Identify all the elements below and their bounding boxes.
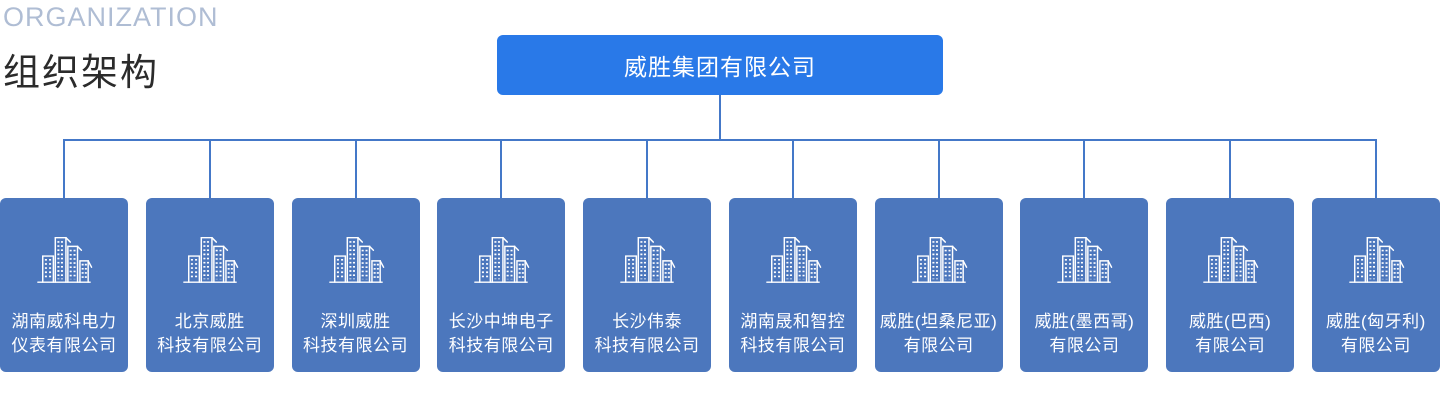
subsidiary-name: 威胜(巴西) 有限公司 <box>1189 310 1271 358</box>
org-root-label: 威胜集团有限公司 <box>624 54 816 80</box>
subsidiary-name-line1: 长沙中坤电子 <box>448 312 554 331</box>
connector-root-vertical-line <box>719 95 721 141</box>
subsidiary-name-line2: 有限公司 <box>1340 336 1411 355</box>
subsidiary-name-line1: 北京威胜 <box>174 312 245 331</box>
subsidiary-name-line2: 有限公司 <box>1049 336 1120 355</box>
subsidiary-name-line1: 威胜(匈牙利) <box>1325 312 1426 331</box>
subsidiary-node: 深圳威胜 科技有限公司 <box>291 140 420 372</box>
subsidiary-row: 湖南威科电力 仪表有限公司 <box>0 140 1440 372</box>
subsidiary-name-line2: 科技有限公司 <box>303 336 409 355</box>
section-eyebrow: ORGANIZATION <box>3 2 219 32</box>
subsidiary-name: 威胜(匈牙利) 有限公司 <box>1326 310 1426 358</box>
subsidiary-node: 威胜(坦桑尼亚) 有限公司 <box>874 140 1003 372</box>
subsidiary-card: 威胜(匈牙利) 有限公司 <box>1311 198 1440 372</box>
subsidiary-name-line2: 仪表有限公司 <box>11 336 117 355</box>
subsidiary-name-line1: 湖南威科电力 <box>11 312 117 331</box>
subsidiary-card: 长沙中坤电子 科技有限公司 <box>437 198 566 372</box>
subsidiary-name-line1: 长沙伟泰 <box>612 312 683 331</box>
buildings-icon <box>182 236 239 283</box>
subsidiary-card: 湖南威科电力 仪表有限公司 <box>0 198 128 372</box>
subsidiary-name-line2: 科技有限公司 <box>594 336 700 355</box>
buildings-icon <box>766 236 822 283</box>
subsidiary-name-line2: 科技有限公司 <box>157 336 263 355</box>
subsidiary-name-line1: 湖南晟和智控 <box>740 312 846 331</box>
subsidiary-name: 长沙伟泰 科技有限公司 <box>595 310 700 358</box>
subsidiary-name-line2: 有限公司 <box>903 336 974 355</box>
subsidiary-name-line2: 科技有限公司 <box>448 336 554 355</box>
connector-card-vertical-line <box>646 140 649 198</box>
subsidiary-node: 威胜(墨西哥) 有限公司 <box>1020 140 1149 372</box>
org-root-node: 威胜集团有限公司 <box>497 35 943 95</box>
subsidiary-name: 北京威胜 科技有限公司 <box>157 310 262 358</box>
subsidiary-name-line1: 深圳威胜 <box>320 312 391 331</box>
connector-card-vertical-line <box>791 140 794 198</box>
subsidiary-node: 长沙中坤电子 科技有限公司 <box>437 140 566 372</box>
subsidiary-name: 湖南晟和智控 科技有限公司 <box>740 310 845 358</box>
subsidiary-node: 湖南威科电力 仪表有限公司 <box>0 140 128 372</box>
subsidiary-card: 威胜(坦桑尼亚) 有限公司 <box>874 198 1003 372</box>
subsidiary-node: 威胜(巴西) 有限公司 <box>1166 140 1295 372</box>
buildings-icon <box>1349 236 1405 283</box>
subsidiary-name-line2: 科技有限公司 <box>740 336 846 355</box>
subsidiary-card: 深圳威胜 科技有限公司 <box>291 198 420 372</box>
page-title: 组织架构 <box>3 52 159 93</box>
buildings-icon <box>474 236 530 283</box>
subsidiary-name: 威胜(坦桑尼亚) 有限公司 <box>880 310 997 358</box>
buildings-icon <box>1057 236 1113 283</box>
subsidiary-name: 湖南威科电力 仪表有限公司 <box>12 310 117 358</box>
subsidiary-node: 威胜(匈牙利) 有限公司 <box>1311 140 1440 372</box>
buildings-icon <box>620 236 676 283</box>
subsidiary-card: 北京威胜 科技有限公司 <box>145 198 274 372</box>
connector-card-vertical-line <box>1229 140 1232 198</box>
buildings-icon <box>37 236 93 283</box>
subsidiary-name: 威胜(墨西哥) 有限公司 <box>1034 310 1134 358</box>
subsidiary-name-line1: 威胜(巴西) <box>1188 312 1272 331</box>
buildings-icon <box>911 236 967 283</box>
buildings-icon <box>1203 236 1259 283</box>
subsidiary-card: 湖南晟和智控 科技有限公司 <box>728 198 857 372</box>
subsidiary-name: 长沙中坤电子 科技有限公司 <box>449 310 554 358</box>
subsidiary-node: 长沙伟泰 科技有限公司 <box>583 140 712 372</box>
subsidiary-node: 北京威胜 科技有限公司 <box>145 140 274 372</box>
connector-card-vertical-line <box>1374 140 1377 198</box>
connector-horizontal-line <box>63 139 1377 141</box>
subsidiary-card: 威胜(巴西) 有限公司 <box>1166 198 1295 372</box>
subsidiary-name-line2: 有限公司 <box>1195 336 1266 355</box>
connector-card-vertical-line <box>354 140 357 198</box>
connector-card-vertical-line <box>500 140 503 198</box>
subsidiary-name: 深圳威胜 科技有限公司 <box>303 310 408 358</box>
connector-card-vertical-line <box>937 140 940 198</box>
subsidiary-name-line1: 威胜(坦桑尼亚) <box>879 312 998 331</box>
connector-card-vertical-line <box>63 140 65 198</box>
buildings-icon <box>328 236 384 283</box>
subsidiary-name-line1: 威胜(墨西哥) <box>1034 312 1135 331</box>
connector-card-vertical-line <box>1083 140 1086 198</box>
subsidiary-card: 威胜(墨西哥) 有限公司 <box>1020 198 1149 372</box>
subsidiary-card: 长沙伟泰 科技有限公司 <box>583 198 712 372</box>
subsidiary-node: 湖南晟和智控 科技有限公司 <box>728 140 857 372</box>
connector-card-vertical-line <box>208 140 211 198</box>
